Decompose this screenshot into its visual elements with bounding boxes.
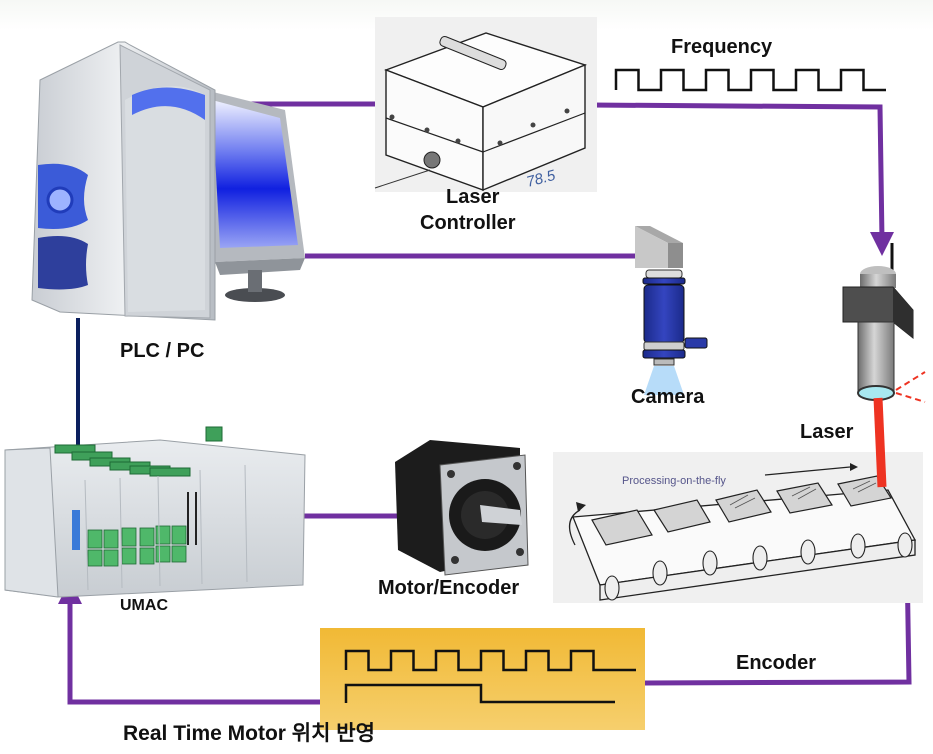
laser-controller-illustration: 78.5 [374,17,597,192]
frequency-label: Frequency [671,36,773,58]
motor-illustration [395,440,529,576]
encoder-label: Encoder [736,652,817,674]
workpieces [591,475,892,546]
laser-head-illustration [842,243,926,403]
arrowhead-down-icon [870,232,894,256]
camera-label: Camera [631,386,705,408]
camera-illustration [635,226,708,395]
laser-controller-label-line2: Controller [420,212,516,234]
encoder-pulse-wave [344,649,636,672]
conveyor-illustration: Processing-on-the-fly [553,452,923,603]
laser-controller-label-line1: Laser [446,186,500,208]
frequency-pulse-wave [614,68,886,92]
encoder-index-wave [344,683,615,704]
laser-label: Laser [800,421,854,443]
connection-controller-to-laser [589,102,894,256]
laser-beam [873,397,887,488]
feedback-label: Real Time Motor 위치 반영 [123,722,375,745]
motor-encoder-label: Motor/Encoder [378,577,520,599]
conveyor-caption: Processing-on-the-fly [622,475,726,487]
umac-illustration [4,426,306,598]
pc-label: PLC / PC [120,340,205,362]
umac-label: UMAC [120,597,168,614]
pc-illustration [31,41,305,321]
encoder-signal-panel [320,628,645,730]
